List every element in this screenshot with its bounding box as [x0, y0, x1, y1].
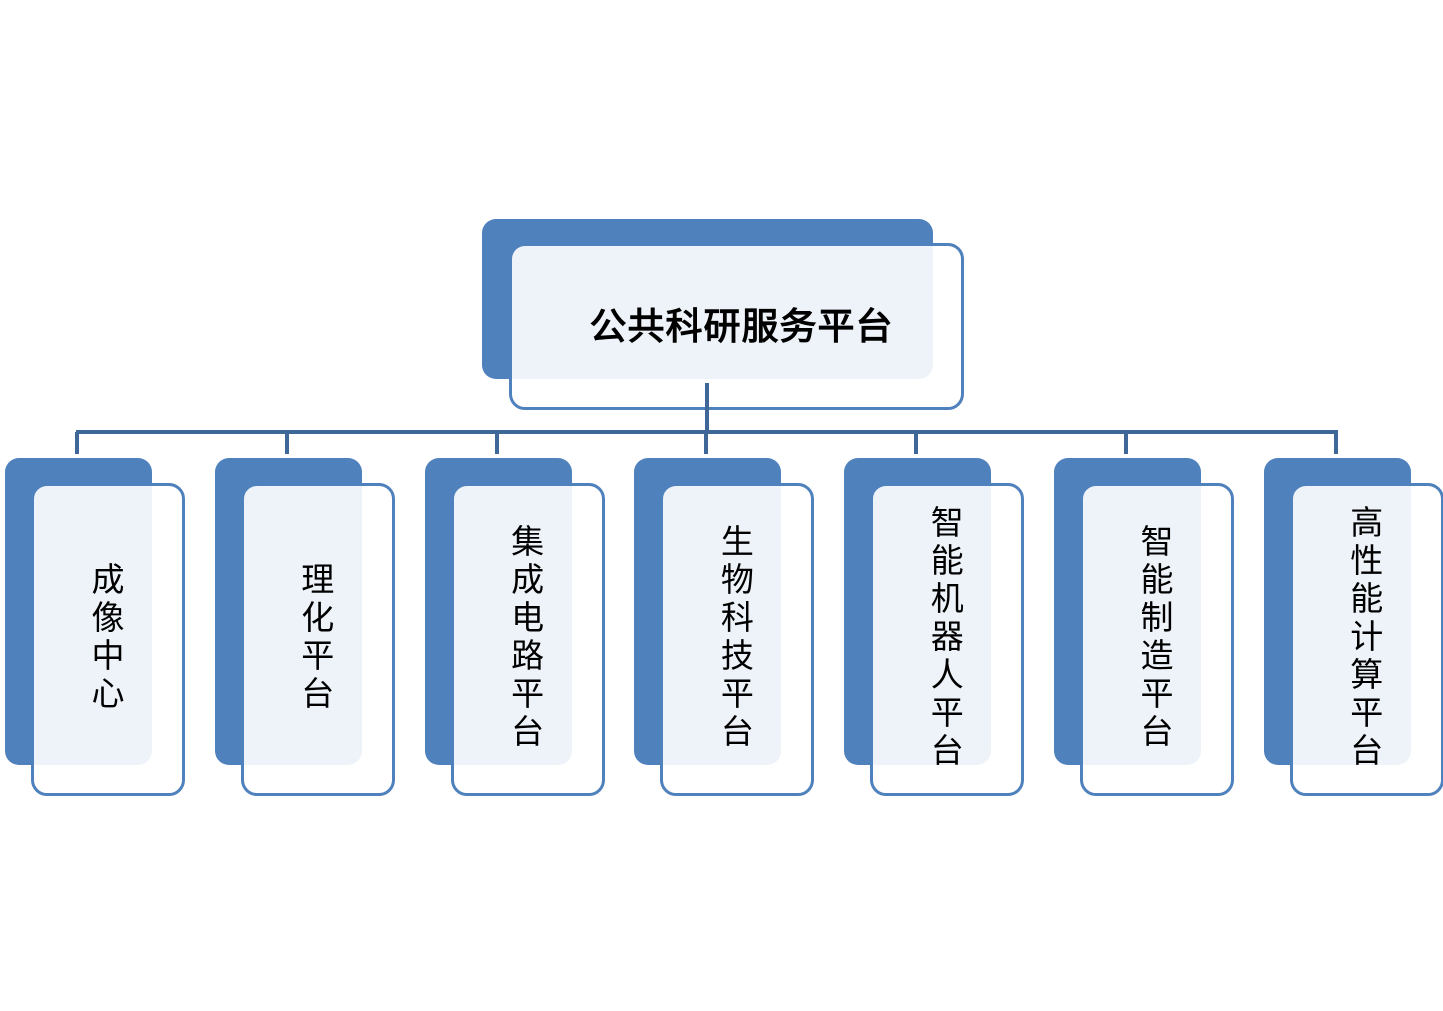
child-node-label: 集成电路平台 [511, 522, 545, 751]
child-node[interactable] [1289, 483, 1443, 796]
child-connector [1124, 432, 1128, 454]
child-connector [1333, 432, 1338, 454]
child-node-label: 高性能计算平台 [1350, 503, 1384, 770]
child-connector [75, 432, 79, 454]
child-node-label: 生物科技平台 [720, 522, 754, 751]
root-connector [705, 383, 709, 433]
child-node[interactable] [870, 483, 1025, 796]
child-node-label: 智能制造平台 [1140, 522, 1174, 751]
child-node-label: 理化平台 [301, 560, 335, 713]
child-node[interactable] [660, 483, 815, 796]
child-node[interactable] [450, 483, 605, 796]
child-node[interactable] [1080, 483, 1234, 796]
child-node[interactable] [31, 483, 185, 796]
root-node-label: 公共科研服务平台 [589, 305, 894, 348]
child-node-label: 智能机器人平台 [930, 503, 964, 770]
child-connector [704, 432, 709, 454]
child-connector [494, 432, 499, 454]
child-node-label: 成像中心 [91, 560, 125, 713]
root-node[interactable] [509, 243, 964, 410]
child-node[interactable] [240, 483, 395, 796]
child-connector [284, 432, 289, 454]
child-connector [914, 432, 919, 454]
